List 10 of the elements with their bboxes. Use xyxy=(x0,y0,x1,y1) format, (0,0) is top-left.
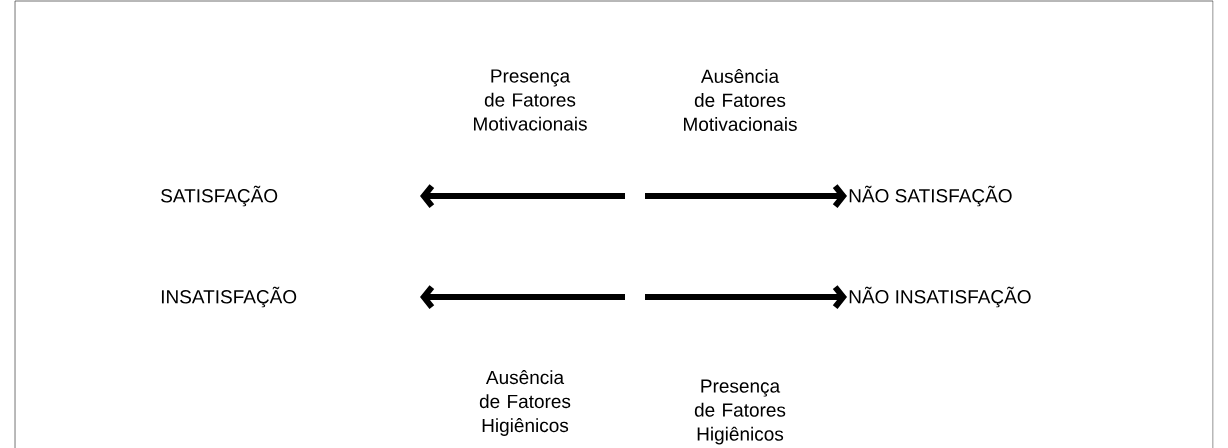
state-label: NÃO SATISFAÇÃO xyxy=(849,185,1012,207)
state-label: SATISFAÇÃO xyxy=(161,185,278,207)
arrow xyxy=(645,184,847,208)
factor-label: Presença de Fatores Motivacionais xyxy=(474,69,587,131)
factor-label: Presença de Fatores Higiênicos xyxy=(694,379,786,445)
arrow xyxy=(645,285,847,309)
state-label: INSATISFAÇÃO xyxy=(161,286,297,308)
factor-label: Ausência de Fatores Higiênicos xyxy=(479,370,571,436)
state-label: NÃO INSATISFAÇÃO xyxy=(849,286,1031,308)
factor-label: Ausência de Fatores Motivacionais xyxy=(684,69,797,131)
